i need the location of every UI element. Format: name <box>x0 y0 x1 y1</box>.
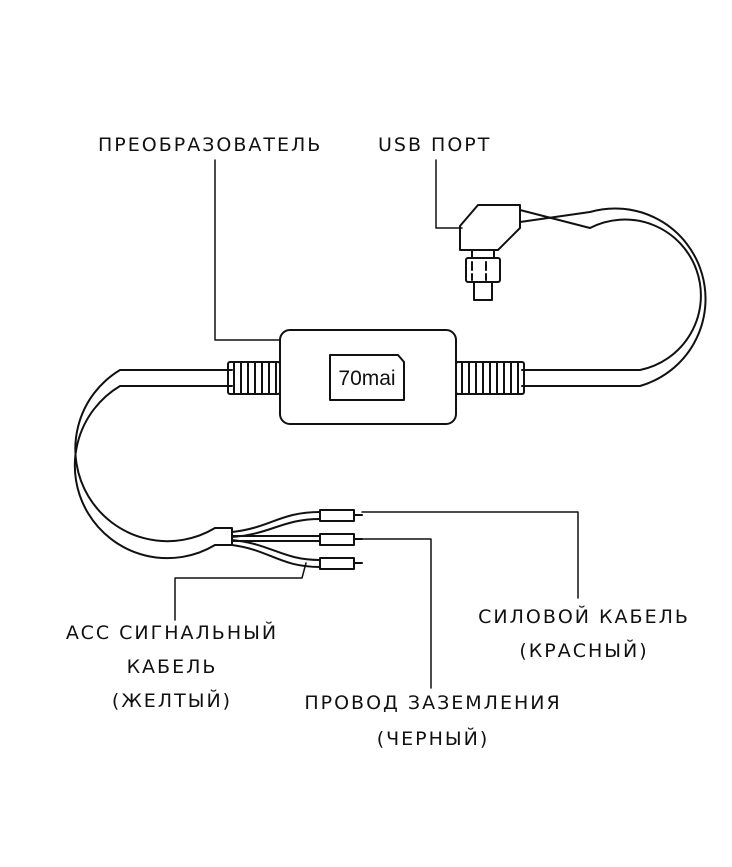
cable-sheath-end <box>214 527 233 546</box>
usb-port-label: USB ПОРТ <box>378 134 492 156</box>
ground-label-line2: (ЧЕРНЫЙ) <box>376 728 490 750</box>
usb-leader <box>435 159 463 229</box>
converter-box <box>279 329 457 425</box>
brand-logo: 70mai <box>338 367 395 390</box>
power-label-line2: (КРАСНЫЙ) <box>519 640 649 662</box>
right-cable-loop <box>519 207 707 387</box>
acc-label-line2: КАБЕЛЬ <box>126 656 218 678</box>
ground-leader <box>361 538 432 689</box>
power-leader <box>361 511 579 599</box>
usb-plug-icon <box>459 204 521 301</box>
converter-leader <box>214 159 281 341</box>
converter-label: ПРЕОБРАЗОВАТЕЛЬ <box>98 134 323 156</box>
left-strain-relief <box>227 361 281 395</box>
ground-wire <box>231 533 363 546</box>
right-strain-relief <box>455 361 525 395</box>
acc-leader <box>174 562 307 621</box>
acc-label-line1: ACC СИГНАЛЬНЫЙ <box>65 622 279 644</box>
acc-label-line3: (ЖЕЛТЫЙ) <box>111 690 233 712</box>
left-cable-loop <box>73 369 233 560</box>
power-label-line1: СИЛОВОЙ КАБЕЛЬ <box>478 606 690 628</box>
ground-label-line1: ПРОВОД ЗАЗЕМЛЕНИЯ <box>304 692 562 714</box>
leader-lines <box>174 159 579 689</box>
power-wire <box>231 509 363 538</box>
acc-wire <box>231 539 363 570</box>
